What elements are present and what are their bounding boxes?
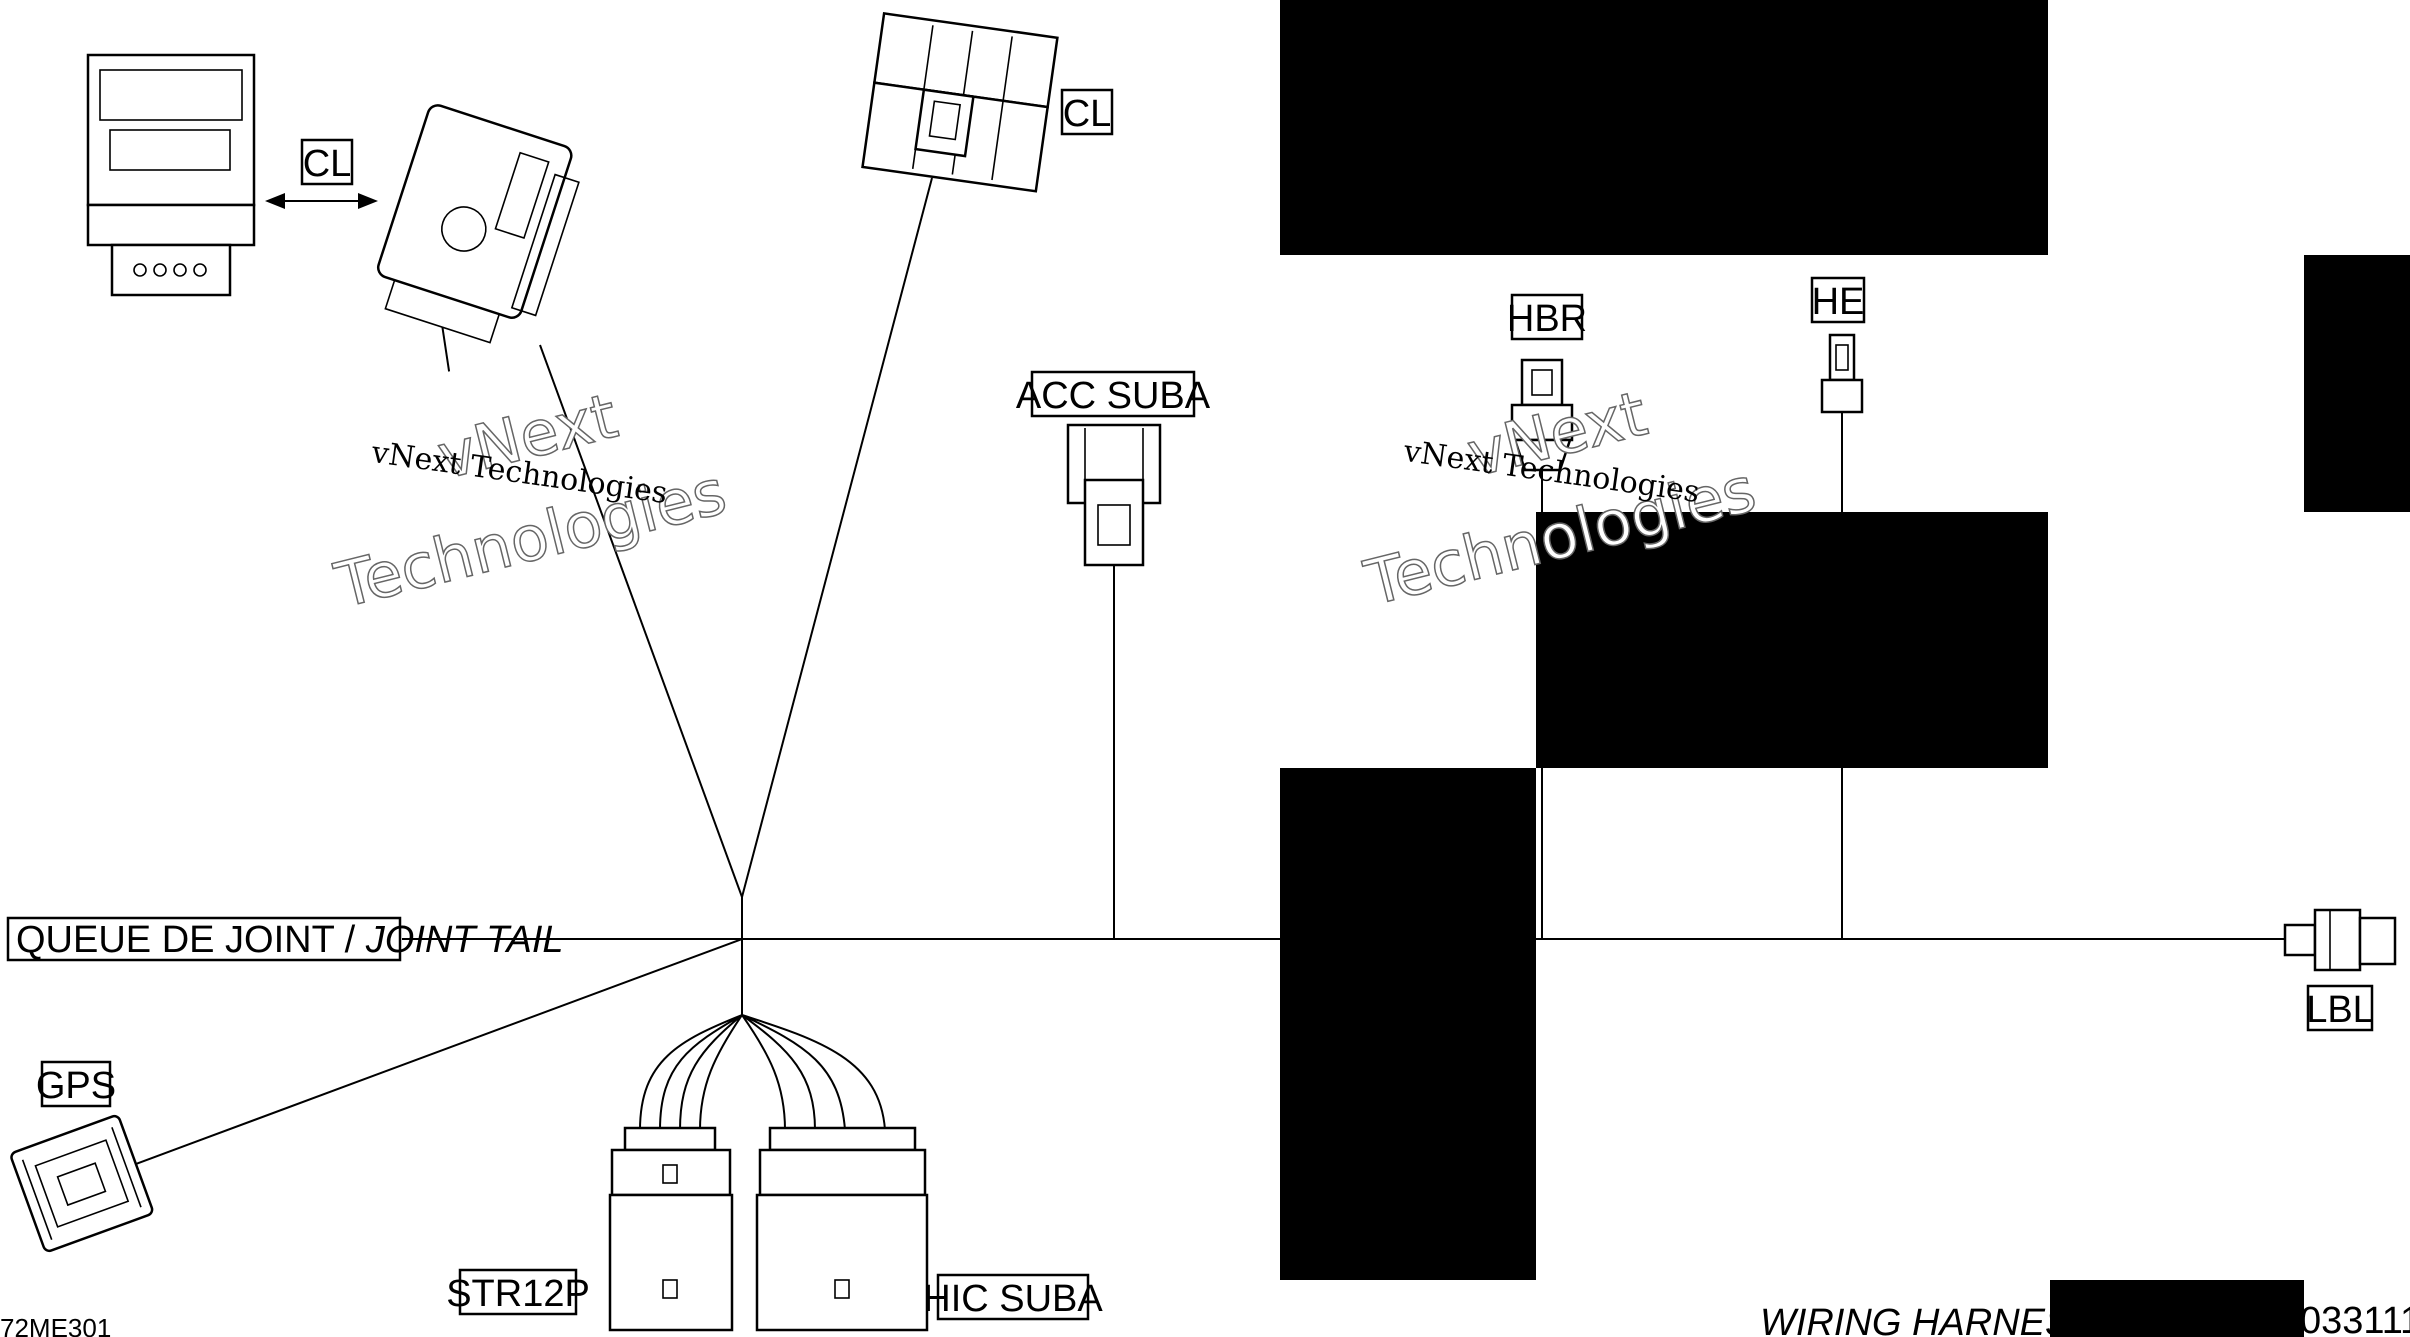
svg-text:LBL: LBL (2306, 989, 2374, 1031)
svg-text:QUEUE DE JOINT / JOINT TAIL: QUEUE DE JOINT / JOINT TAIL (16, 919, 564, 961)
wire-bundle-str12p (639, 1014, 743, 1131)
label-gps: GPS (36, 1060, 116, 1108)
wire-bundle-hic-suba (741, 1014, 886, 1131)
cl-left-connector-drawing (86, 53, 256, 297)
acc-suba-connector-drawing (1066, 423, 1162, 567)
redaction-top (1280, 0, 2048, 255)
wire-to-cl-top (741, 177, 933, 898)
wire-to-cl-left (539, 344, 743, 898)
svg-text:GPS: GPS (36, 1065, 116, 1107)
redaction-blocks (1280, 0, 2410, 1337)
part-number-tail: 033111 (2300, 1300, 2410, 1337)
he-connector-drawing (1820, 333, 1864, 414)
label-joint-tail: QUEUE DE JOINT / JOINT TAIL (6, 916, 564, 962)
svg-text:CL: CL (1063, 93, 1112, 135)
label-acc-suba: ACC SUBA (1016, 370, 1211, 418)
svg-text:HIC SUBA: HIC SUBA (923, 1278, 1103, 1320)
svg-text:CL: CL (303, 143, 352, 185)
svg-text:HBR: HBR (1507, 298, 1587, 340)
label-str12p: STR12P (446, 1268, 590, 1316)
redaction-middle (1536, 512, 2048, 768)
label-he: HE (1810, 276, 1866, 324)
lbl-connector-drawing (2283, 908, 2397, 972)
label-cl-left: CL (300, 138, 354, 186)
cl-double-arrow (265, 193, 378, 209)
cl-top-connector-drawing (861, 11, 1059, 193)
hic-suba-connector-drawing (755, 1126, 929, 1332)
label-hbr: HBR (1507, 293, 1587, 341)
svg-text:HE: HE (1812, 281, 1865, 323)
wire-to-gps (124, 938, 743, 1169)
gps-connector-drawing (10, 1114, 154, 1253)
cl-left-latch-drawing (376, 104, 580, 372)
svg-text:STR12P: STR12P (446, 1273, 590, 1315)
label-lbl: LBL (2306, 984, 2374, 1032)
redaction-footer (2050, 1280, 2304, 1337)
diagram-title: WIRING HARNESS (1760, 1302, 2096, 1337)
label-hic-suba: HIC SUBA (923, 1273, 1103, 1321)
str12p-connector-drawing (608, 1126, 734, 1332)
figure-code: 72ME301 (0, 1313, 111, 1337)
label-cl-top: CL (1060, 88, 1114, 136)
redaction-lower (1280, 768, 1536, 1280)
hbr-connector-drawing (1510, 358, 1574, 472)
redaction-right (2304, 255, 2410, 512)
svg-text:ACC SUBA: ACC SUBA (1016, 375, 1211, 417)
